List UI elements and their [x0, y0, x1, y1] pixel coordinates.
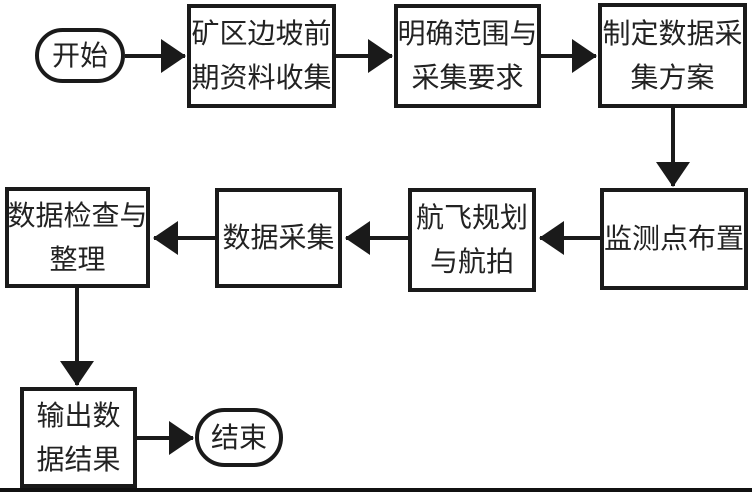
node-acquisition-plan: 制定数据采 集方案	[598, 3, 747, 108]
node-label-line: 与航拍	[429, 245, 514, 278]
node-scope-requirements: 明确范围与 采集要求	[394, 4, 541, 108]
node-monitoring-points: 监测点布置	[600, 188, 748, 290]
node-label-line: 据结果	[36, 442, 121, 476]
node-label: 监测点布置	[604, 222, 745, 255]
node-end: 结束	[195, 408, 283, 467]
node-label-line: 明确范围与	[397, 17, 538, 50]
node-label-line: 航飞规划	[415, 201, 528, 234]
node-label: 数据采集	[222, 221, 335, 254]
node-label-line: 期资料收集	[191, 61, 332, 94]
node-start: 开始	[35, 28, 125, 83]
node-data-check: 数据检查与 整理	[5, 187, 150, 288]
node-label-line: 整理	[49, 242, 106, 276]
node-flight-planning: 航飞规划 与航拍	[408, 188, 536, 292]
node-label-line: 输出数	[36, 398, 121, 432]
node-pre-data-collection: 矿区边坡前 期资料收集	[187, 4, 336, 108]
node-label-line: 数据检查与	[7, 198, 148, 232]
node-data-acquisition: 数据采集	[215, 188, 342, 288]
node-label-line: 制定数据采	[602, 16, 743, 50]
bottom-rule	[0, 488, 752, 492]
node-label-line: 采集要求	[411, 61, 524, 94]
node-label: 开始	[51, 38, 108, 72]
node-label: 结束	[210, 420, 267, 454]
node-label-line: 集方案	[630, 60, 715, 94]
node-output-results: 输出数 据结果	[20, 387, 137, 488]
node-label-line: 矿区边坡前	[191, 17, 332, 50]
